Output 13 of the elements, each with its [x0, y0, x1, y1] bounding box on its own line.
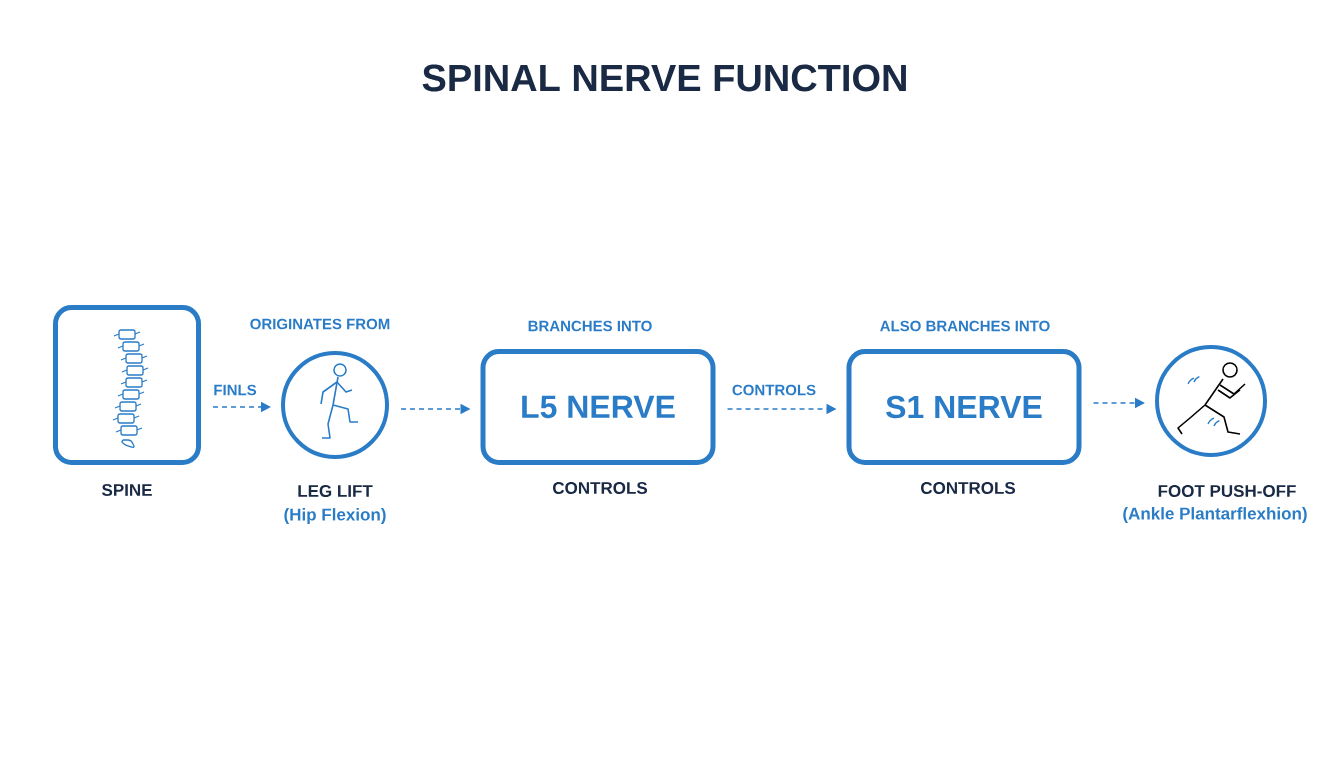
node-label: LEG LIFT — [298, 485, 373, 497]
node-label: ALSO BRANCHES INTO — [880, 320, 1050, 332]
node-label: CONTROLS — [921, 482, 1016, 494]
node-label: BRANCHES INTO — [528, 320, 652, 332]
node-label: L5 NERVE — [522, 395, 675, 419]
node-label: CONTROLS — [553, 482, 648, 494]
node-label: SPINE — [102, 484, 152, 496]
node-label: ORIGINATES FROM — [250, 318, 390, 330]
node-label: (Hip Flexion) — [284, 508, 386, 524]
node-label: S1 NERVE — [886, 395, 1042, 419]
node-label: (Ankle Plantarflexhion) — [1123, 507, 1307, 523]
node-label: FOOT PUSH-OFF — [1158, 485, 1296, 497]
title: SPINAL NERVE FUNCTION — [422, 64, 906, 92]
